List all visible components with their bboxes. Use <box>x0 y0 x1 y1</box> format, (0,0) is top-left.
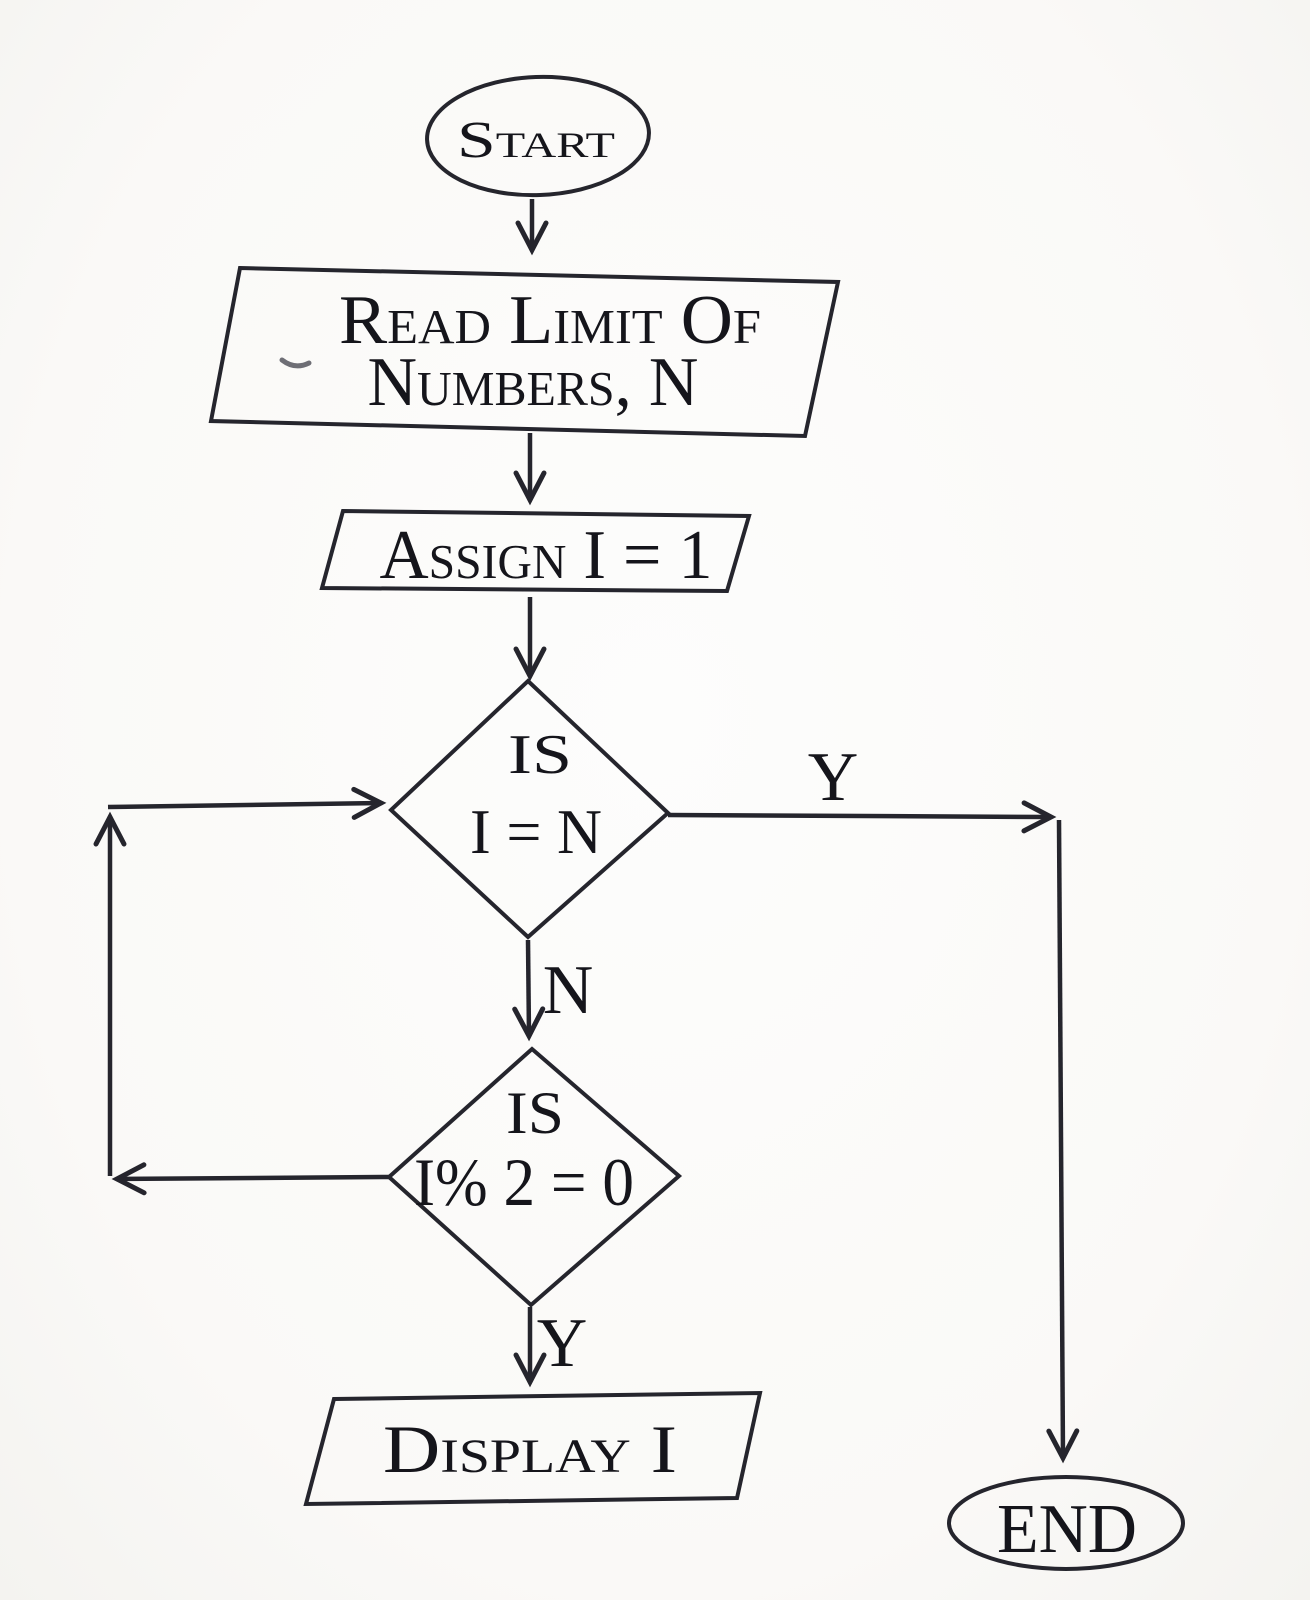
node-decision-i-equals-n: IS I = N <box>388 678 671 940</box>
edge-decision1-yes-horizontal <box>667 800 1057 834</box>
branch-labels: Y N Y <box>537 739 859 1382</box>
decision1-yes-branch-label: Y <box>808 739 859 816</box>
decision1-diamond-shape <box>388 678 671 940</box>
edge-decision1-no-to-decision2 <box>512 939 546 1042</box>
assign-label: Assign I = 1 <box>380 517 713 594</box>
assign-parallelogram-shape <box>319 508 752 594</box>
end-label: END <box>997 1491 1137 1568</box>
read-label-line2: Numbers, N <box>368 344 699 421</box>
node-start: Start <box>425 74 651 198</box>
start-terminator-shape <box>425 74 651 198</box>
edge-loopback-bottom <box>111 1162 390 1196</box>
display-label: Display I <box>383 1411 677 1487</box>
decision2-yes-branch-label: Y <box>537 1305 588 1382</box>
decision1-no-branch-label: N <box>543 952 594 1029</box>
decision1-label-line1: IS <box>508 724 572 786</box>
connectors <box>93 199 1080 1464</box>
node-end: END <box>947 1475 1185 1571</box>
node-assign: Assign I = 1 <box>319 508 752 594</box>
read-parallelogram-shape <box>208 265 841 439</box>
edge-decision1-yes-to-end-vertical <box>1046 819 1080 1464</box>
display-parallelogram-shape <box>303 1390 763 1507</box>
end-terminator-shape <box>947 1475 1185 1571</box>
node-read-limit: Read Limit Of Numbers, N <box>208 265 841 439</box>
decision2-label-line2: I% 2 = 0 <box>414 1144 634 1220</box>
node-decision-i-mod-2: IS I% 2 = 0 <box>386 1046 683 1308</box>
decision1-label-line2: I = N <box>470 796 602 867</box>
node-display: Display I <box>303 1390 763 1507</box>
stray-pen-mark <box>279 357 312 369</box>
edge-loopback-top-to-decision1 <box>107 786 387 820</box>
decision2-label-line1: IS <box>506 1080 564 1146</box>
start-label: Start <box>457 112 615 169</box>
decision2-diamond-shape <box>386 1046 683 1308</box>
read-label-line1: Read Limit Of <box>339 282 761 359</box>
